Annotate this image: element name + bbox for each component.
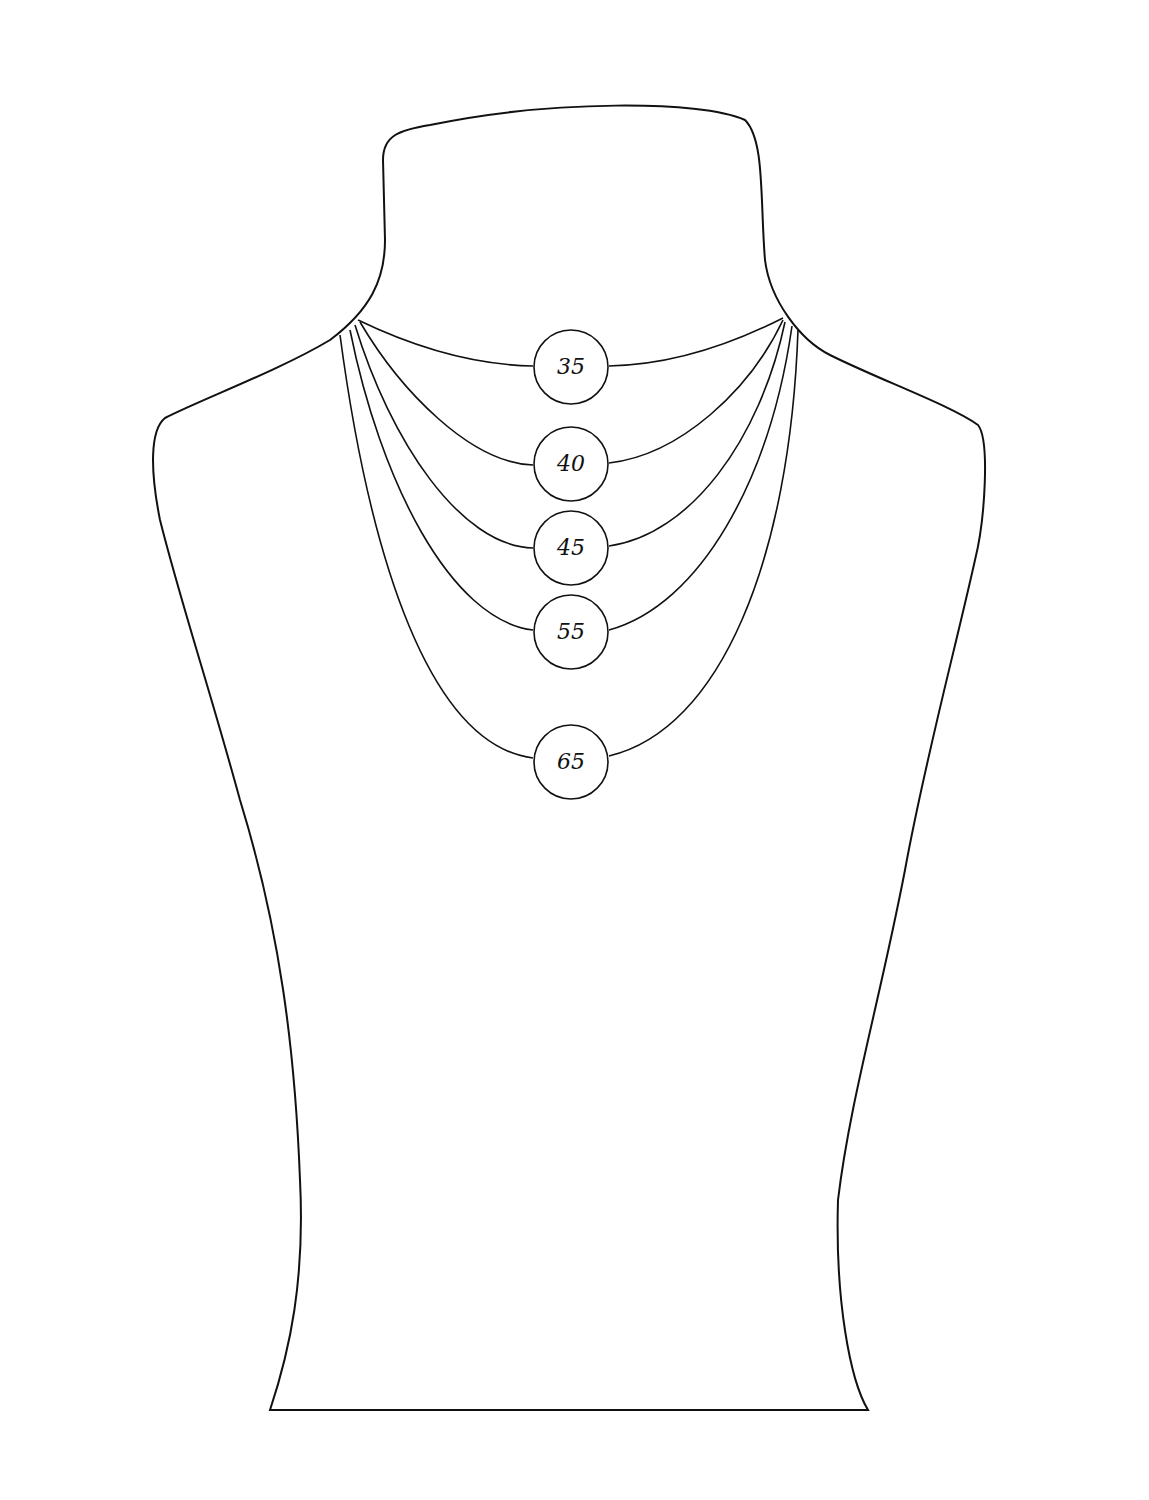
mannequin-outline	[153, 106, 985, 1410]
length-circle: 35	[533, 329, 609, 405]
length-number: 35	[533, 355, 609, 379]
necklace-65	[340, 330, 798, 758]
length-number: 65	[533, 750, 609, 774]
length-number: 55	[533, 620, 609, 644]
necklace-55	[350, 326, 792, 630]
length-circle: 65	[533, 724, 609, 800]
length-number: 40	[533, 452, 609, 476]
length-number: 45	[533, 536, 609, 560]
length-circle: 45	[533, 510, 609, 586]
necklace-lines	[340, 318, 798, 758]
length-circle: 40	[533, 426, 609, 502]
length-circle: 55	[533, 594, 609, 670]
